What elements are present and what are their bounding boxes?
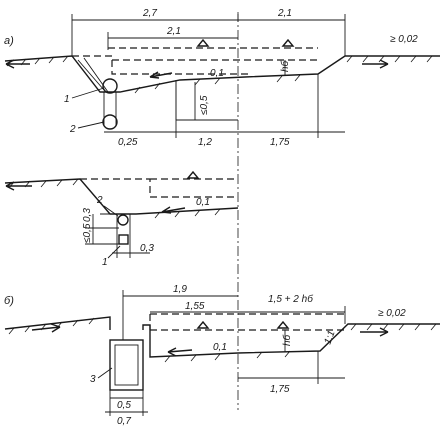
ground-hatching-b [8,317,437,363]
slope-right-a: ≥ 0,02 [390,34,418,45]
slope-mid-a: 0,1 [210,68,224,79]
road-marker-icon-a2 [186,170,200,179]
road-bed-a2 [80,178,238,198]
dim-1-9: 1,9 [173,284,187,295]
dim-1-2: 1,2 [198,137,212,148]
vert-dim-a: ≤0,5 [199,95,210,115]
drain-box-a2 [118,234,129,245]
section-a2: 0,1 ≤0,5 0,3 0,3 2 1 [4,170,239,268]
drain-pipe-a2 [117,214,129,226]
width-dim-a2: 0,3 [140,243,154,254]
flow-arrow-mid-a2 [161,206,186,214]
dim-0-5: 0,5 [117,400,131,411]
road-marker-icons-a [196,38,295,47]
road-bed-a [72,55,318,75]
flow-arrow-right-b [360,327,389,337]
drain-box-b [109,339,144,391]
slope-a2: 0,1 [196,197,210,208]
section-a: а) 2,7 2,1 2,1 ≥ 0,02 0,1 hб ≤0,5 0,25 1… [4,8,440,410]
dim-1-55: 1,55 [185,301,205,312]
slope-mid-b: 0,1 [213,342,227,353]
road-bed-b [149,313,345,331]
callout-2-a2: 2 [96,195,103,206]
dim-1-75-b: 1,75 [270,384,290,395]
label-b: б) [4,295,14,307]
flow-arrow-left-a [5,59,30,69]
vert-dim-a2-2: 0,3 [82,208,93,222]
side-slope-b: 1:1 [322,329,337,346]
flow-arrow-left-b [31,323,61,333]
flow-arrow-left-a2 [5,181,32,191]
dim-1-5-2hb: 1,5 + 2 hб [268,293,313,305]
hb-b: hб [281,334,293,346]
vert-dim-a2-1: ≤0,5 [82,223,93,243]
callout-3-b: 3 [90,374,96,385]
hb-a: hб [279,60,291,72]
callout-1-a2: 1 [102,257,108,268]
dim-0-25: 0,25 [118,137,138,148]
road-marker-icons-b [196,320,290,329]
callout-1-a: 1 [64,94,70,105]
flow-arrow-mid-b [167,347,193,357]
flow-arrow-mid-a [149,71,173,79]
ground-hatching-a2 [8,178,221,219]
dim-2-7: 2,7 [142,8,157,19]
label-a: а) [4,35,14,47]
dim-2-1-top: 2,1 [277,8,292,19]
ground-profile-b [4,316,440,358]
dim-1-75-a: 1,75 [270,137,290,148]
drain-pipe-lower [102,114,118,130]
dim-2-1-inner: 2,1 [166,26,181,37]
section-b: б) 1,9 1,55 1,5 + 2 hб ≥ 0,02 0,1 hб 1:1… [4,284,440,427]
ground-profile-a [4,55,440,93]
drain-pipe-upper [102,78,118,94]
ditch-slope-a [77,57,109,93]
drain-box-inner-b [114,344,139,386]
dim-0-7: 0,7 [117,416,131,427]
callout-2-a: 2 [69,124,76,135]
flow-arrow-right-a [362,59,389,69]
slope-right-b: ≥ 0,02 [378,308,406,319]
